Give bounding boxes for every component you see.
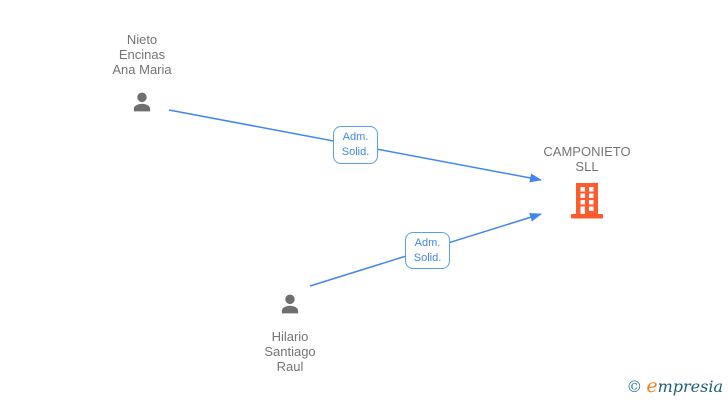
company-name-line2: SLL (575, 159, 599, 174)
person-bottom-name-line1: Hilario (271, 329, 309, 344)
edge-label-adm-solid-2: Adm. Solid. (405, 232, 450, 269)
company-name: CAMPONIETO SLL (543, 144, 630, 174)
person-top-name: Nieto Encinas Ana Maria (112, 32, 171, 77)
brand-wordmark: mpresia (657, 377, 723, 396)
person-bottom-name: Hilario Santiago Raul (264, 329, 315, 374)
company-name-line1: CAMPONIETO (543, 144, 631, 159)
person-bottom-name-line2: Santiago (264, 344, 316, 359)
edge-label-2-line1: Adm. (414, 236, 441, 249)
brand-letter-e: e (646, 375, 658, 397)
person-bottom-name-line3: Raul (276, 359, 304, 374)
empresia-watermark: ©empresia (626, 375, 723, 397)
node-company[interactable]: CAMPONIETO SLL (527, 144, 647, 223)
building-icon (568, 180, 606, 223)
edge-label-adm-solid-1: Adm. Solid. (333, 126, 378, 164)
copyright-icon: © (626, 377, 643, 396)
person-top-name-line3: Ana Maria (112, 62, 172, 77)
edge-label-1-line2: Solid. (341, 146, 370, 158)
person-top-name-line2: Encinas (118, 47, 166, 62)
person-icon (276, 290, 304, 321)
edge-label-2-line2: Solid. (413, 251, 442, 264)
person-icon (128, 88, 156, 119)
node-person-bottom[interactable]: Hilario Santiago Raul (230, 290, 350, 374)
edge-label-1-line1: Adm. (342, 131, 369, 143)
person-top-name-line1: Nieto (126, 32, 158, 47)
node-person-top[interactable]: Nieto Encinas Ana Maria (82, 32, 202, 119)
